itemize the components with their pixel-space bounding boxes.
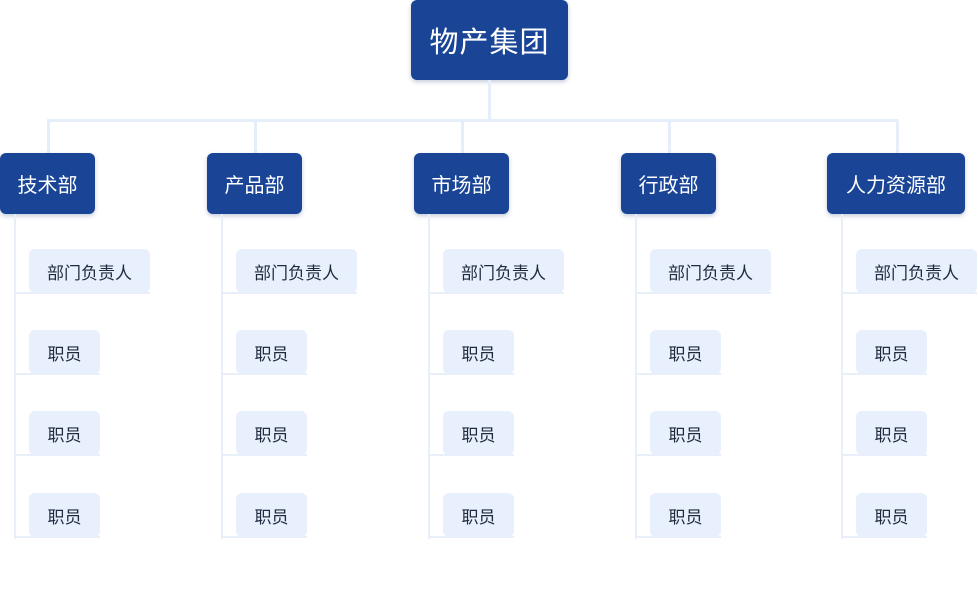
member-label: 职员	[874, 425, 909, 446]
member-branch-line	[428, 373, 514, 375]
member-label: 部门负责人	[254, 263, 339, 284]
member-label: 职员	[668, 425, 703, 446]
department-node: 市场部	[414, 153, 509, 214]
department-label: 行政部	[638, 173, 699, 197]
member-branch-line	[635, 536, 721, 538]
member-label: 职员	[47, 425, 82, 446]
staff-node: 职员	[443, 330, 514, 374]
member-branch-line	[428, 454, 514, 456]
member-label: 职员	[461, 425, 496, 446]
root-node: 物产集团	[411, 0, 568, 80]
member-label: 职员	[254, 507, 289, 528]
member-branch-line	[14, 373, 100, 375]
root-label: 物产集团	[429, 25, 550, 59]
member-label: 职员	[254, 344, 289, 365]
member-branch-line	[841, 536, 927, 538]
member-spine-line	[428, 214, 430, 539]
staff-node: 职员	[650, 411, 721, 455]
member-branch-line	[841, 292, 977, 294]
member-label: 职员	[47, 507, 82, 528]
member-branch-line	[428, 292, 564, 294]
member-branch-line	[635, 454, 721, 456]
department-label: 人力资源部	[846, 173, 946, 197]
department-node: 人力资源部	[827, 153, 965, 214]
member-branch-line	[221, 454, 307, 456]
member-label: 部门负责人	[874, 263, 959, 284]
staff-node: 职员	[29, 493, 100, 537]
department-label: 产品部	[224, 173, 285, 197]
department-head-node: 部门负责人	[650, 249, 771, 293]
staff-node: 职员	[650, 330, 721, 374]
member-label: 职员	[461, 344, 496, 365]
department-head-node: 部门负责人	[29, 249, 150, 293]
member-branch-line	[221, 536, 307, 538]
member-spine-line	[14, 214, 16, 539]
staff-node: 职员	[443, 411, 514, 455]
member-branch-line	[221, 292, 357, 294]
department-node: 行政部	[621, 153, 716, 214]
department-drop-line	[896, 121, 899, 154]
staff-node: 职员	[29, 411, 100, 455]
department-drop-line	[47, 121, 50, 154]
staff-node: 职员	[236, 411, 307, 455]
staff-node: 职员	[29, 330, 100, 374]
department-label: 技术部	[17, 173, 78, 197]
staff-node: 职员	[650, 493, 721, 537]
staff-node: 职员	[236, 330, 307, 374]
member-branch-line	[14, 292, 150, 294]
member-label: 职员	[668, 344, 703, 365]
member-branch-line	[841, 373, 927, 375]
member-branch-line	[635, 292, 771, 294]
department-bus-line	[47, 119, 898, 122]
member-label: 职员	[254, 425, 289, 446]
member-branch-line	[428, 536, 514, 538]
member-label: 部门负责人	[668, 263, 753, 284]
member-spine-line	[635, 214, 637, 539]
staff-node: 职员	[856, 330, 927, 374]
member-spine-line	[841, 214, 843, 539]
department-node: 产品部	[207, 153, 302, 214]
department-label: 市场部	[431, 173, 492, 197]
root-connector	[488, 80, 491, 121]
member-branch-line	[14, 454, 100, 456]
staff-node: 职员	[856, 411, 927, 455]
staff-node: 职员	[443, 493, 514, 537]
member-label: 部门负责人	[47, 263, 132, 284]
member-label: 职员	[47, 344, 82, 365]
member-label: 职员	[668, 507, 703, 528]
department-node: 技术部	[0, 153, 95, 214]
member-spine-line	[221, 214, 223, 539]
department-head-node: 部门负责人	[236, 249, 357, 293]
department-drop-line	[668, 121, 671, 154]
member-branch-line	[841, 454, 927, 456]
staff-node: 职员	[236, 493, 307, 537]
staff-node: 职员	[856, 493, 927, 537]
department-drop-line	[254, 121, 257, 154]
member-branch-line	[221, 373, 307, 375]
member-label: 部门负责人	[461, 263, 546, 284]
member-branch-line	[14, 536, 100, 538]
member-branch-line	[635, 373, 721, 375]
member-label: 职员	[461, 507, 496, 528]
member-label: 职员	[874, 507, 909, 528]
department-head-node: 部门负责人	[856, 249, 977, 293]
department-head-node: 部门负责人	[443, 249, 564, 293]
member-label: 职员	[874, 344, 909, 365]
department-drop-line	[461, 121, 464, 154]
